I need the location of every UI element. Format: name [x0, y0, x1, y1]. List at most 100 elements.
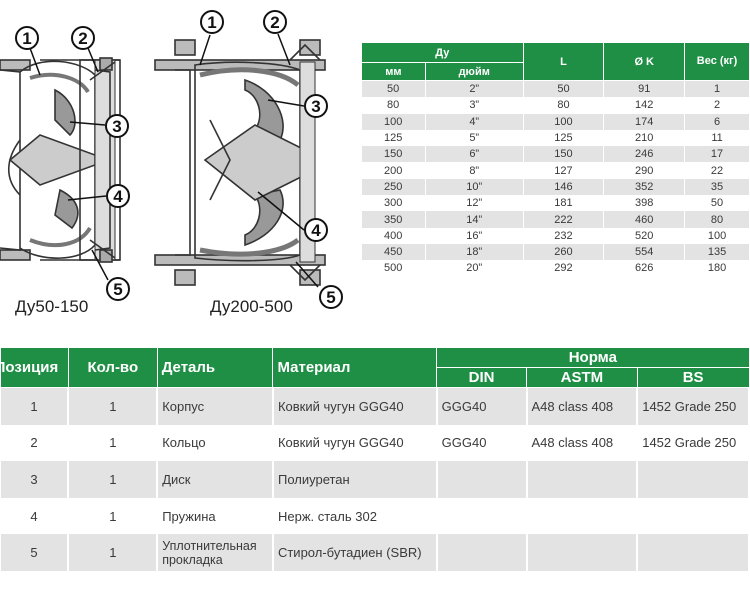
cell-mm: 100 [361, 113, 426, 130]
cell-weight: 35 [684, 178, 750, 196]
callout-label: 3 [311, 97, 320, 116]
header-position: Позиция [0, 347, 69, 388]
cell-bs [637, 534, 750, 571]
cell-part: Кольцо [157, 424, 274, 462]
header-du: Ду [361, 42, 524, 63]
cell-material: Ковкий чугун GGG40 [272, 424, 438, 462]
cell-inch: 2” [425, 80, 524, 98]
cell-mm: 125 [361, 129, 426, 147]
cell-bolt-circle: 91 [603, 80, 686, 98]
cell-weight: 6 [684, 113, 750, 130]
cell-mm: 350 [361, 211, 426, 228]
cell-position: 1 [0, 387, 70, 425]
header-part: Деталь [156, 347, 274, 388]
cell-weight: 80 [684, 211, 750, 228]
cell-length: 222 [523, 211, 605, 228]
header-astm: ASTM [526, 367, 638, 388]
header-din: DIN [436, 367, 527, 388]
callout-right-3: 3 [267, 94, 328, 118]
cell-length: 146 [523, 178, 605, 196]
cell-inch: 12” [425, 195, 524, 212]
cell-din: GGG40 [436, 424, 528, 462]
cell-material: Полиуретан [272, 461, 438, 498]
cell-inch: 3” [425, 97, 524, 114]
callout-label: 5 [326, 288, 335, 307]
callout-label: 3 [112, 117, 121, 136]
cell-bolt-circle: 352 [603, 178, 686, 196]
cell-mm: 80 [361, 97, 426, 114]
cell-astm: A48 class 408 [526, 424, 639, 462]
cell-inch: 18” [425, 243, 524, 261]
cell-bolt-circle: 246 [603, 146, 686, 163]
cell-part: Диск [157, 461, 274, 498]
cell-bolt-circle: 174 [603, 113, 686, 130]
cell-length: 150 [523, 146, 605, 163]
callout-label: 5 [113, 280, 122, 299]
cell-bolt-circle: 554 [603, 243, 686, 261]
cell-length: 260 [523, 243, 605, 261]
cell-bolt-circle: 520 [603, 227, 686, 244]
cell-mm: 200 [361, 162, 426, 179]
cell-part: Пружина [157, 497, 274, 535]
callout-label: 2 [78, 29, 87, 48]
cell-weight: 1 [684, 80, 750, 98]
cell-mm: 400 [361, 227, 426, 244]
cell-quantity: 1 [68, 497, 159, 535]
callout-right-2: 2 [263, 10, 291, 66]
cell-mm: 300 [361, 195, 426, 212]
header-norm: Норма [436, 347, 750, 368]
cell-din [436, 534, 528, 571]
cell-position: 3 [0, 461, 70, 498]
callout-label: 2 [270, 13, 279, 32]
callout-left-5: 5 [91, 249, 130, 301]
cell-bs: 1452 Grade 250 [637, 387, 750, 425]
caption-large-valve: Ду200-500 [210, 297, 293, 316]
cell-position: 5 [0, 534, 70, 571]
cell-mm: 150 [361, 146, 426, 163]
cell-din [436, 461, 528, 498]
valve-drawing-large [154, 39, 326, 286]
callout-right-4: 4 [257, 191, 328, 242]
cell-part: Уплотнительная прокладка [157, 534, 274, 571]
cell-din: GGG40 [436, 387, 528, 425]
valve-drawings: 1 2 3 4 5 1 2 [0, 10, 343, 309]
cell-inch: 4” [425, 113, 524, 130]
header-length: L [522, 42, 605, 81]
cell-weight: 180 [684, 260, 750, 277]
cell-weight: 17 [684, 146, 750, 163]
cell-inch: 5” [425, 129, 524, 147]
callout-left-3: 3 [69, 114, 129, 138]
cell-length: 232 [523, 227, 605, 244]
cell-weight: 22 [684, 162, 750, 179]
valve-drawing-small [0, 57, 121, 263]
header-mm: мм [361, 62, 426, 81]
cell-quantity: 1 [68, 534, 159, 571]
cell-astm [526, 534, 639, 571]
cell-quantity: 1 [68, 461, 159, 498]
header-material: Материал [272, 347, 438, 388]
cell-length: 100 [523, 113, 605, 130]
header-weight: Вес (кг) [684, 42, 750, 81]
cell-part: Корпус [157, 387, 274, 425]
callout-left-2: 2 [71, 26, 99, 73]
cell-weight: 50 [684, 195, 750, 212]
cell-inch: 8” [425, 162, 524, 179]
callout-label: 4 [311, 221, 321, 240]
cell-bolt-circle: 460 [603, 211, 686, 228]
cell-astm: A48 class 408 [526, 387, 639, 425]
cell-weight: 2 [684, 97, 750, 114]
cell-mm: 450 [361, 243, 426, 261]
callout-label: 4 [113, 187, 123, 206]
